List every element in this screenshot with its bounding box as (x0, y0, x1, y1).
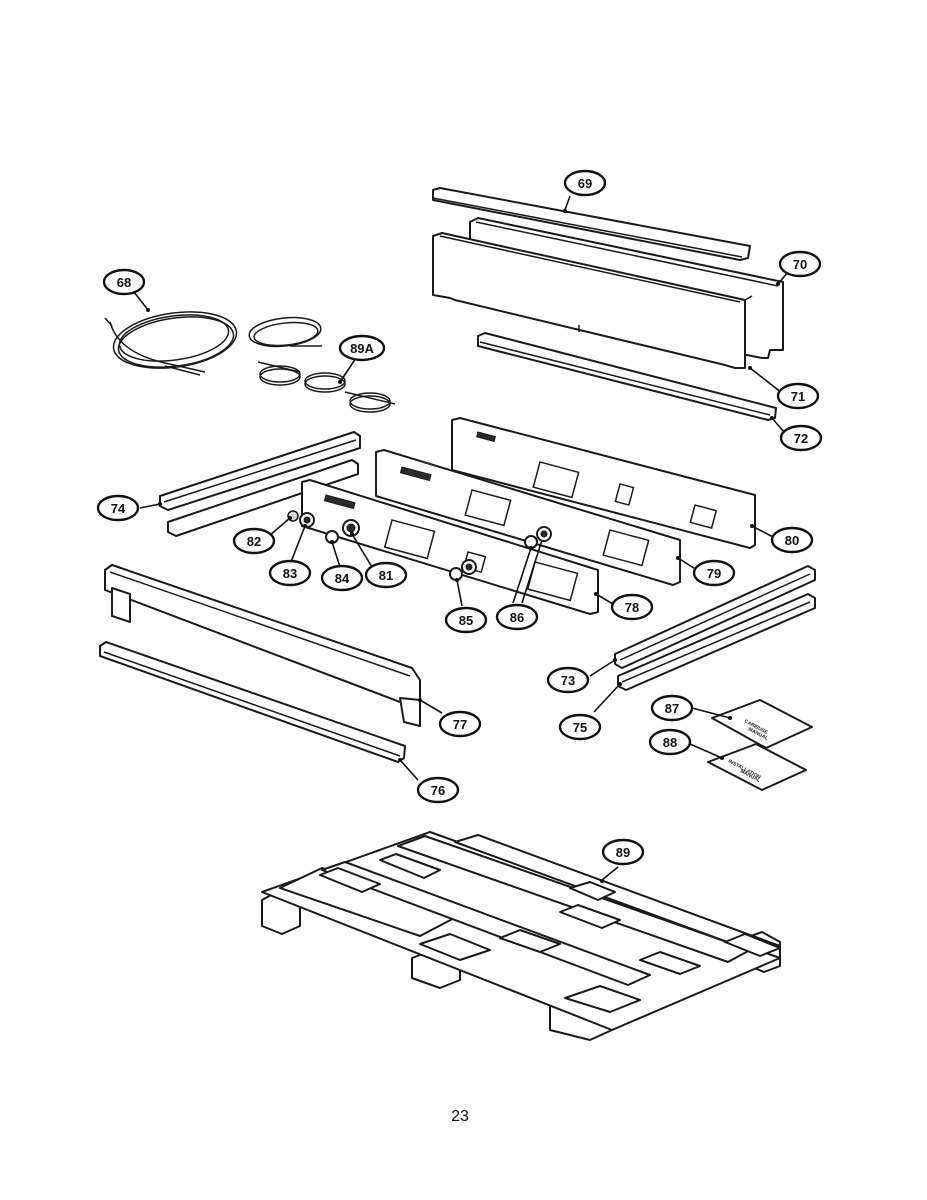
callout-80: 80 (770, 526, 814, 554)
callout-79-label: 79 (707, 566, 721, 581)
part-85-knob (449, 559, 477, 581)
part-71-front-panel (432, 232, 753, 369)
callout-87-label: 87 (665, 701, 679, 716)
callout-77: 77 (438, 710, 482, 738)
callout-68: 68 (102, 268, 146, 296)
callout-84: 84 (320, 564, 364, 592)
callout-80-label: 80 (785, 533, 799, 548)
callout-75: 75 (558, 713, 602, 741)
part-72-rail (477, 332, 777, 421)
callout-83-label: 83 (283, 566, 297, 581)
callout-89a-label: 89A (350, 341, 374, 356)
part-89a-clamps (257, 361, 396, 413)
callout-88: 88 (648, 728, 692, 756)
part-73-side-rail (614, 565, 816, 669)
callout-87: 87 (650, 694, 694, 722)
callout-72: 72 (779, 424, 823, 452)
callout-76: 76 (416, 776, 460, 804)
callout-71-label: 71 (791, 389, 805, 404)
callout-68-label: 68 (117, 275, 131, 290)
part-77-front-shelf (104, 564, 421, 727)
leader-lines (133, 195, 789, 883)
callout-89: 89 (601, 838, 645, 866)
callout-69: 69 (563, 169, 607, 197)
callout-74-label: 74 (111, 501, 126, 516)
callout-82: 82 (232, 527, 276, 555)
callout-82-label: 82 (247, 534, 261, 549)
callout-73-label: 73 (561, 673, 575, 688)
callout-85-label: 85 (459, 613, 473, 628)
callout-73: 73 (546, 666, 590, 694)
callout-74: 74 (96, 494, 140, 522)
callout-70-label: 70 (793, 257, 807, 272)
part-76-front-rail (99, 641, 406, 763)
callout-70: 70 (778, 250, 822, 278)
callout-86-label: 86 (510, 610, 524, 625)
callout-75-label: 75 (573, 720, 587, 735)
callout-81-label: 81 (379, 568, 393, 583)
callout-78: 78 (610, 593, 654, 621)
part-86-knob (524, 526, 552, 549)
callout-81: 81 (364, 561, 408, 589)
small-wire-coil (248, 316, 322, 348)
callout-76-label: 76 (431, 783, 445, 798)
callout-79: 79 (692, 559, 736, 587)
callout-72-label: 72 (794, 431, 808, 446)
part-68-wire-coil (104, 311, 238, 376)
callout-89a: 89A (338, 334, 386, 362)
callout-78-label: 78 (625, 600, 639, 615)
callout-69-label: 69 (578, 176, 592, 191)
callout-83: 83 (268, 559, 312, 587)
callout-77-label: 77 (453, 717, 467, 732)
callout-86: 86 (495, 603, 539, 631)
part-81-knob (342, 519, 360, 537)
page-number: 23 (451, 1108, 469, 1125)
callout-85: 85 (444, 606, 488, 634)
callout-71: 71 (776, 382, 820, 410)
part-79-control-panel (375, 449, 681, 586)
part-89-pallet (261, 831, 781, 1041)
callout-84-label: 84 (335, 571, 350, 586)
callout-88-label: 88 (663, 735, 677, 750)
part-88-manual: INSTALLATION MANUAL (707, 743, 807, 791)
part-69-top-trim (432, 187, 751, 261)
callout-89-label: 89 (616, 845, 630, 860)
part-83-knob (299, 512, 315, 528)
part-87-manual: CARE/USE MANUAL (711, 699, 813, 749)
